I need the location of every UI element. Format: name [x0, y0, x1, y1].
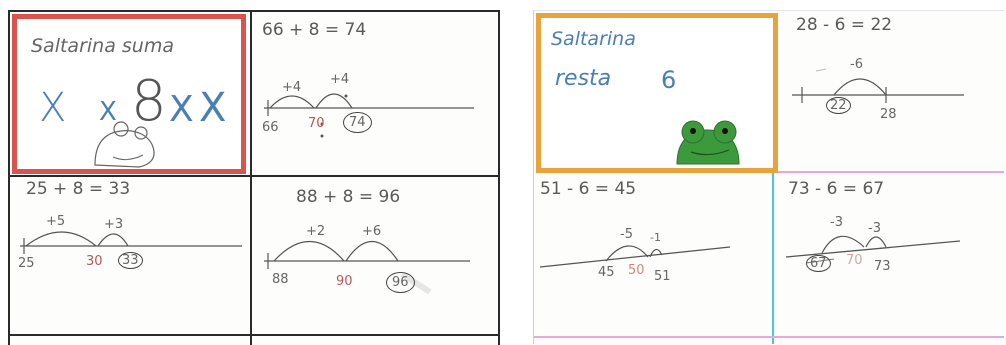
title-card-suma: Saltarina suma X X 8 X X — [12, 14, 246, 174]
nl-number-22-circled: 22 — [826, 97, 851, 114]
nl-number-66: 66 — [262, 120, 279, 135]
jump-plus-5: +5 — [46, 214, 66, 229]
jump-minus-5: -5 — [620, 227, 633, 242]
equation-66-plus-8: 66 + 8 = 74 — [262, 20, 367, 40]
grid-horizontal-divider-pink — [772, 171, 1004, 173]
equation-25-plus-8: 25 + 8 = 33 — [26, 179, 131, 199]
grid-horizontal-divider — [10, 175, 498, 177]
nl-number-88: 88 — [272, 272, 289, 287]
left-worksheet: Saltarina suma X X 8 X X 66 + 8 = 74 +4 … — [8, 10, 500, 345]
nl-number-67-circled: 67 — [806, 255, 831, 272]
title-card-resta: Saltarina resta 6 — [536, 13, 778, 173]
number-line-25 — [20, 231, 242, 254]
number-line-51 — [539, 245, 731, 268]
title-card-subtitle: resta — [555, 66, 612, 91]
nl-number-33-circled: 33 — [118, 252, 143, 269]
equation-51-minus-6: 51 - 6 = 45 — [540, 179, 637, 199]
mark-x-2: X — [99, 97, 117, 127]
nl-number-70: 70 — [308, 116, 325, 131]
nl-number-28: 28 — [880, 107, 897, 122]
jump-plus-2: +2 — [306, 224, 326, 239]
jump-plus-6: +6 — [362, 224, 382, 239]
equation-28-minus-6: 28 - 6 = 22 — [796, 15, 893, 35]
mark-x-3: X — [169, 89, 194, 130]
nl-number-96-circled: 96 — [386, 272, 415, 293]
number-line-73 — [785, 235, 961, 264]
frog-icon — [676, 120, 740, 165]
jump-plus-3: +3 — [104, 217, 124, 232]
nl-number-30: 30 — [86, 254, 103, 269]
title-card-title: Saltarina suma — [31, 35, 174, 57]
nl-number-73: 73 — [874, 259, 891, 274]
equation-88-plus-8: 88 + 8 = 96 — [296, 187, 401, 207]
number-line-28 — [792, 68, 964, 103]
nl-number-51: 51 — [654, 269, 671, 284]
grid-vertical-divider — [250, 12, 252, 345]
number-line-88 — [264, 240, 470, 295]
equation-73-minus-6: 73 - 6 = 67 — [788, 179, 885, 199]
nl-number-74-circled: 74 — [343, 112, 372, 133]
title-card-number: 6 — [661, 66, 677, 94]
nl-number-25: 25 — [18, 256, 35, 271]
nl-number-90: 90 — [336, 274, 353, 289]
jump-plus-4-a: +4 — [282, 80, 302, 95]
jump-minus-3-a: -3 — [830, 215, 843, 230]
jump-minus-3-b: -3 — [868, 221, 881, 236]
grid-vertical-divider-cyan — [772, 171, 774, 344]
number-line-66 — [264, 93, 474, 138]
nl-number-70: 70 — [846, 253, 863, 268]
jump-minus-6: -6 — [850, 57, 863, 72]
jump-plus-4-b: +4 — [330, 72, 350, 87]
jump-minus-1: -1 — [650, 231, 661, 244]
grid-bottom-divider-pink — [534, 336, 1004, 338]
mark-x-1: X — [39, 85, 67, 131]
right-worksheet: Saltarina resta 6 28 - 6 = 22 -6 22 28 5… — [533, 10, 1004, 344]
grid-bottom-divider — [10, 334, 498, 336]
title-card-title: Saltarina — [551, 28, 636, 50]
mark-eight: 8 — [131, 69, 167, 134]
nl-number-45: 45 — [598, 265, 615, 280]
mark-x-4: X — [199, 85, 227, 131]
nl-number-50: 50 — [628, 263, 645, 278]
frog-sketch-icon — [94, 121, 155, 168]
